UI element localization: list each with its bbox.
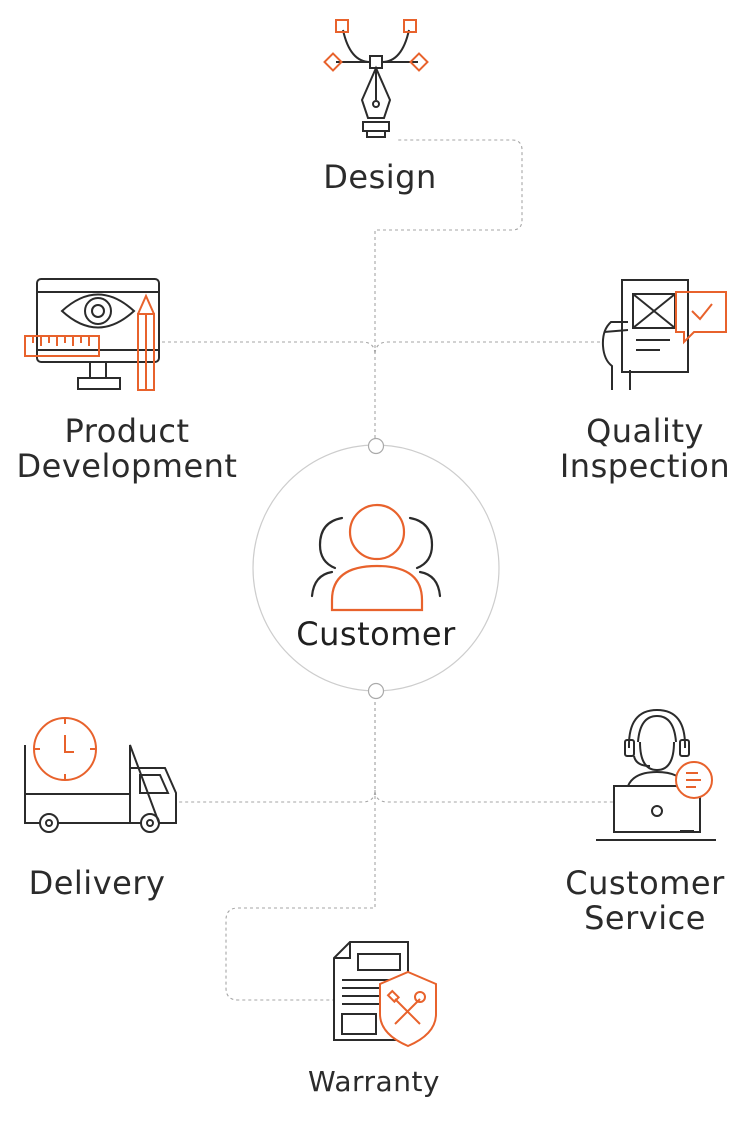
- connector-dot-bottom: [367, 682, 385, 700]
- pen-tool-icon: [323, 19, 429, 138]
- document-checkmark-icon: [601, 279, 727, 390]
- connector-design: [374, 139, 523, 438]
- connector-quality-inspection: [374, 341, 600, 356]
- node-label-delivery: Delivery: [0, 866, 194, 901]
- design-label: Design: [323, 158, 437, 196]
- customer-service-label-line2: Service: [584, 898, 706, 937]
- connector-warranty: [225, 790, 376, 1001]
- center-label: Customer: [256, 617, 496, 652]
- connector-product-development: [162, 341, 376, 356]
- connector-dot-top: [367, 437, 385, 455]
- node-label-design: Design: [280, 160, 480, 195]
- monitor-eye-ruler-pencil-icon: [24, 278, 160, 391]
- customer-circle: [252, 444, 500, 692]
- connector-lines: [162, 139, 614, 1001]
- node-label-product-development: Product Development: [0, 414, 254, 483]
- node-label-quality-inspection: Quality Inspection: [540, 414, 750, 483]
- customer-label: Customer: [296, 615, 456, 653]
- delivery-label: Delivery: [28, 864, 166, 902]
- connector-customer-service: [374, 702, 614, 803]
- product-development-label-line2: Development: [16, 446, 238, 485]
- node-label-warranty: Warranty: [274, 1065, 474, 1098]
- customer-group-icon: [310, 503, 442, 612]
- headset-agent-laptop-icon: [596, 708, 716, 841]
- warranty-label: Warranty: [307, 1065, 441, 1098]
- customer-service-label-line1: Customer: [565, 864, 725, 902]
- connector-delivery: [176, 702, 376, 803]
- product-development-label-line1: Product: [64, 412, 190, 450]
- node-label-customer-service: Customer Service: [545, 866, 745, 935]
- document-shield-tools-icon: [333, 941, 437, 1048]
- quality-inspection-label-line2: Inspection: [559, 446, 731, 485]
- truck-clock-icon: [24, 717, 177, 833]
- quality-inspection-label-line1: Quality: [586, 412, 704, 450]
